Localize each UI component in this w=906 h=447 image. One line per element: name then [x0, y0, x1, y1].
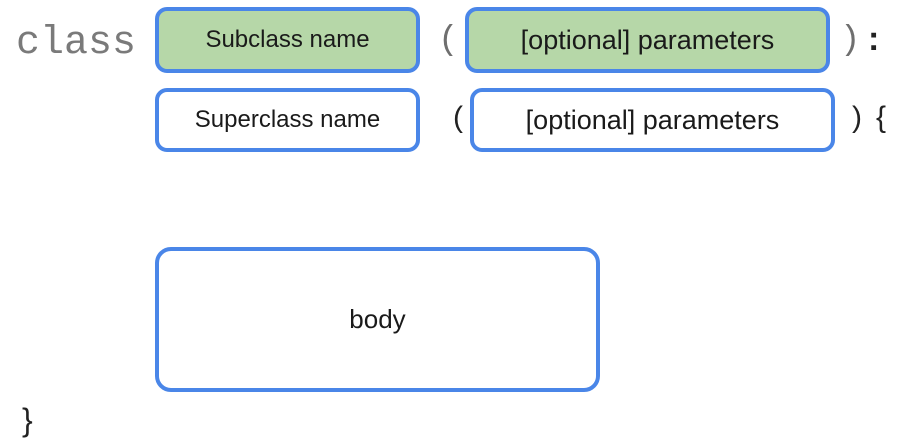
- superclass-params-label: [optional] parameters: [525, 104, 780, 135]
- superclass-name-box: Superclass name: [155, 88, 420, 152]
- body-close-brace: }: [22, 402, 33, 438]
- subclass-params-label: [optional] parameters: [520, 24, 775, 55]
- superclass-params-box: [optional] parameters: [470, 88, 835, 152]
- superclass-name-label: Superclass name: [194, 106, 381, 133]
- superclass-open-paren: (: [453, 101, 463, 134]
- subclass-close-paren: ): [840, 22, 861, 60]
- body-label: body: [349, 304, 406, 334]
- superclass-open-brace: {: [876, 101, 887, 134]
- class-keyword: class: [16, 21, 137, 66]
- subclass-colon: :: [868, 20, 880, 58]
- subclass-open-paren: (: [438, 22, 459, 60]
- subclass-params-box: [optional] parameters: [465, 7, 830, 73]
- body-box: body: [155, 247, 600, 392]
- superclass-close-paren: ): [852, 101, 862, 134]
- subclass-name-box: Subclass name: [155, 7, 420, 73]
- subclass-name-label: Subclass name: [205, 26, 370, 53]
